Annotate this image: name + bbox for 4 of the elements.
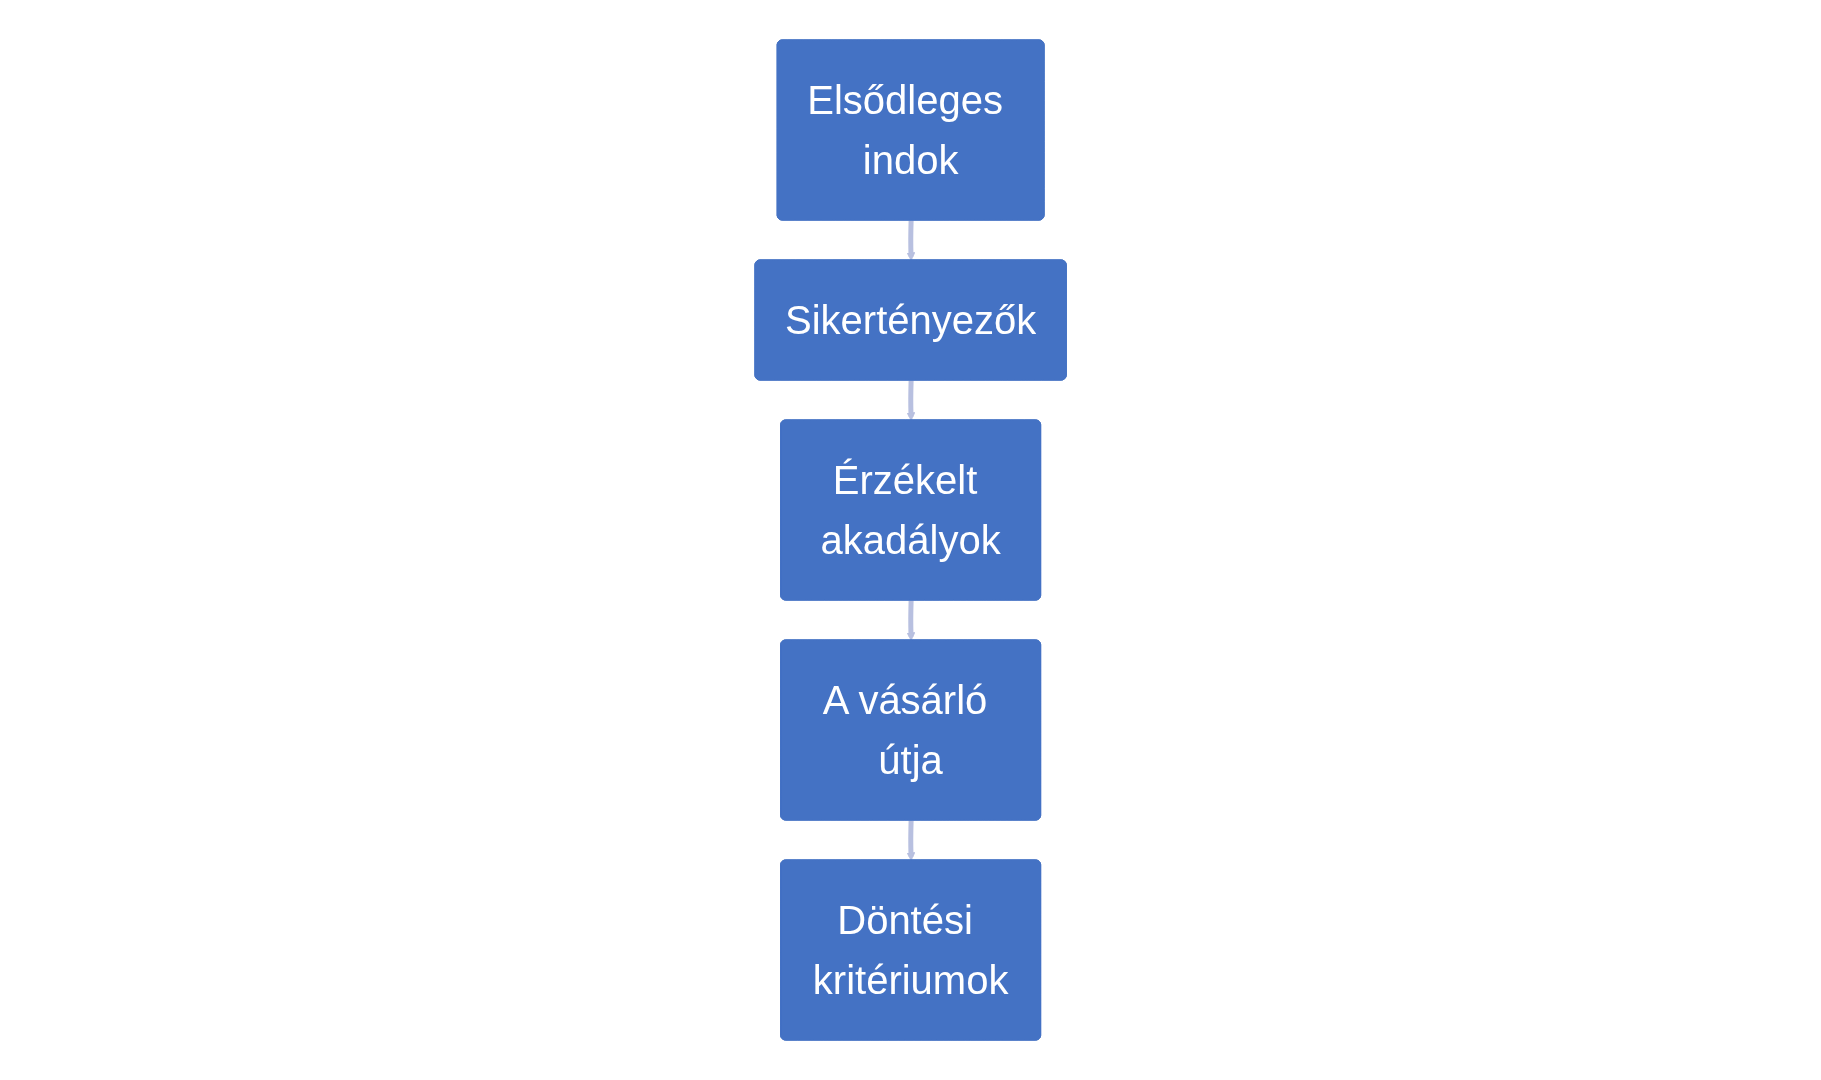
arrow <box>906 380 916 421</box>
arrow <box>906 820 916 861</box>
arrow <box>906 220 916 261</box>
arrow <box>906 600 916 641</box>
